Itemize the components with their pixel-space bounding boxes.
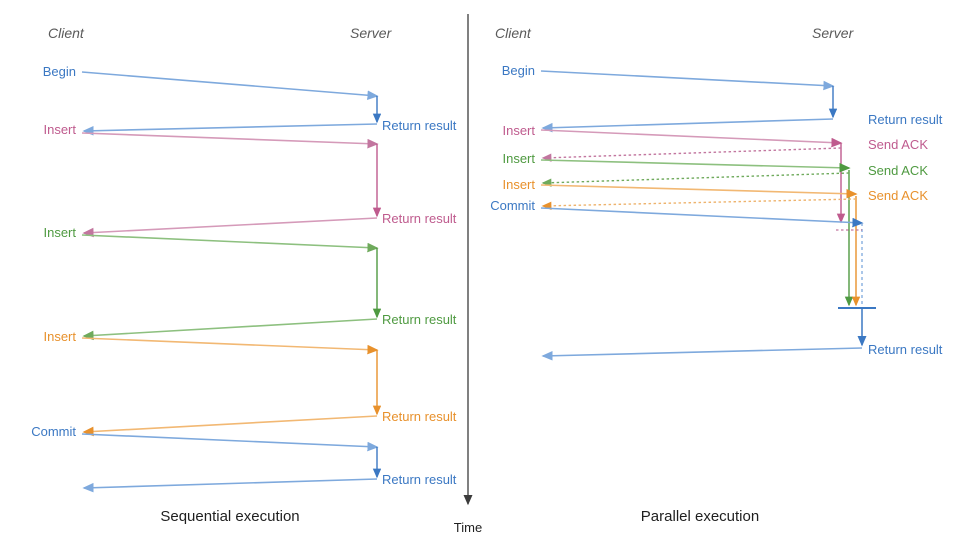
server-message-label: Send ACK	[868, 188, 928, 203]
message-insert-2-right	[540, 159, 854, 307]
client-message-label: Commit	[490, 198, 535, 213]
client-message-label: Insert	[502, 177, 535, 192]
actor-label-client-left: Client	[48, 25, 85, 41]
client-message-label: Insert	[502, 151, 535, 166]
time-axis: Time	[454, 14, 482, 535]
message-insert-1-left	[81, 132, 382, 238]
message-commit-right	[540, 207, 876, 361]
message-insert-1-right	[540, 129, 846, 224]
time-axis-label: Time	[454, 520, 482, 535]
panel-caption-sequential: Sequential execution	[160, 508, 299, 525]
panel-parallel: Client Server	[490, 25, 943, 525]
client-message-label: Insert	[43, 225, 76, 240]
message-begin-left	[81, 71, 382, 136]
client-message-label: Insert	[502, 123, 535, 138]
message-commit-left	[81, 433, 382, 493]
client-message-label: Begin	[43, 64, 76, 79]
message-begin-right	[540, 70, 838, 133]
client-message-label: Insert	[43, 122, 76, 137]
server-message-label: Send ACK	[868, 163, 928, 178]
panel-caption-parallel: Parallel execution	[641, 508, 759, 525]
message-insert-3-left	[81, 337, 382, 437]
client-message-label: Begin	[502, 63, 535, 78]
actor-label-server-left: Server	[350, 25, 393, 41]
message-insert-2-left	[81, 234, 382, 341]
server-message-label: Send ACK	[868, 137, 928, 152]
actor-label-server-right: Server	[812, 25, 855, 41]
server-message-label: Return result	[868, 342, 943, 357]
server-message-label: Return result	[382, 118, 457, 133]
server-message-label: Return result	[382, 211, 457, 226]
server-message-label: Return result	[382, 312, 457, 327]
client-message-label: Insert	[43, 329, 76, 344]
server-message-label: Return result	[382, 409, 457, 424]
panel-sequential: Client Server	[31, 25, 457, 525]
server-message-label: Return result	[382, 472, 457, 487]
client-message-label: Commit	[31, 424, 76, 439]
server-message-label: Return result	[868, 112, 943, 127]
actor-label-client-right: Client	[495, 25, 532, 41]
message-insert-3-right	[540, 184, 861, 307]
